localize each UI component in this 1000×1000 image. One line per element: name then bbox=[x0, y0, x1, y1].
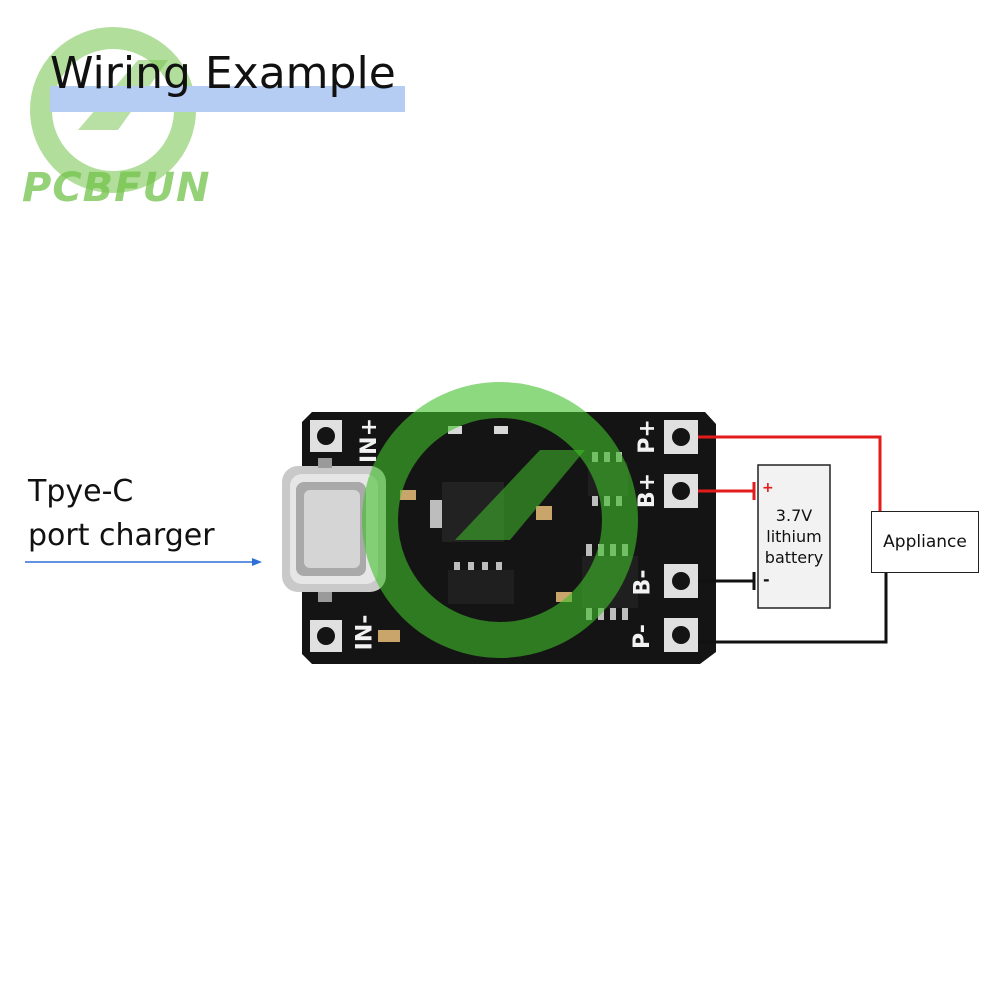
usb-c-port bbox=[282, 458, 386, 602]
smd-resistor bbox=[556, 592, 572, 602]
title-block: Wiring Example bbox=[50, 48, 405, 112]
pad-b-minus bbox=[664, 564, 698, 598]
wire-b-plus bbox=[698, 482, 756, 500]
appliance-box: Appliance bbox=[871, 511, 979, 573]
battery-minus-sign: - bbox=[763, 570, 770, 589]
charger-label-line1: Tpye-C bbox=[28, 474, 134, 509]
led-indicator bbox=[448, 426, 462, 434]
ic-chip-bottom bbox=[448, 562, 514, 604]
board-watermark-icon bbox=[362, 382, 638, 658]
pin-label-b-plus: B+ bbox=[635, 472, 661, 509]
charger-label: Tpye-C port charger bbox=[28, 470, 215, 558]
wire-b-minus bbox=[698, 572, 756, 590]
charger-arrow bbox=[25, 558, 262, 566]
pin-label-p-minus: P- bbox=[629, 624, 655, 649]
led-indicator bbox=[494, 426, 508, 434]
battery-label: 3.7V lithium battery bbox=[758, 505, 830, 568]
wire-p-minus bbox=[698, 573, 888, 644]
title-highlight bbox=[50, 86, 405, 112]
charger-board bbox=[282, 382, 716, 664]
smd-capacitor bbox=[536, 506, 552, 520]
board-watermark-mark bbox=[455, 450, 585, 540]
pad-p-plus bbox=[664, 420, 698, 454]
pad-p-minus bbox=[664, 618, 698, 652]
appliance-label: Appliance bbox=[883, 532, 967, 552]
brand-name: PCBFUN bbox=[22, 165, 211, 211]
pin-label-p-plus: P+ bbox=[634, 419, 660, 454]
pin-label-in-plus: IN+ bbox=[357, 417, 383, 464]
battery-type: lithium bbox=[766, 527, 822, 546]
battery-voltage: 3.7V bbox=[775, 506, 813, 525]
battery-plus-sign: + bbox=[762, 480, 774, 496]
pad-b-plus bbox=[664, 474, 698, 508]
charger-label-line2: port charger bbox=[28, 518, 215, 553]
pad-in-plus bbox=[310, 420, 342, 452]
battery-box bbox=[757, 464, 831, 609]
page-title: Wiring Example bbox=[50, 48, 396, 99]
pin-label-in-minus: IN- bbox=[352, 614, 378, 651]
wire-p-plus bbox=[698, 435, 882, 511]
smd-resistor bbox=[400, 490, 416, 500]
smd-capacitor bbox=[378, 630, 400, 642]
pad-in-minus bbox=[310, 620, 342, 652]
battery-word: battery bbox=[764, 548, 824, 567]
pin-label-b-minus: B- bbox=[630, 569, 656, 596]
